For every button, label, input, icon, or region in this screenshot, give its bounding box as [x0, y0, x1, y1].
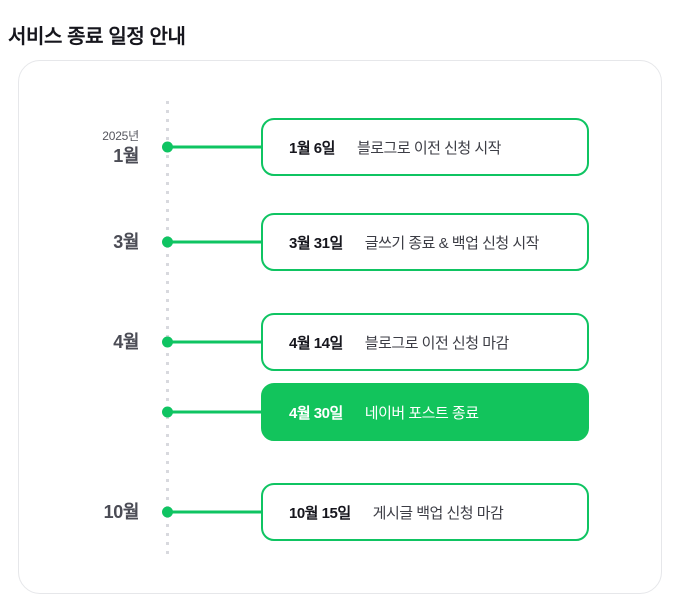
- axis-label-group: 10월: [19, 483, 149, 541]
- timeline-node-dot: [162, 236, 173, 248]
- event-card[interactable]: 1월 6일 블로그로 이전 신청 시작: [261, 118, 589, 176]
- timeline-row: 2025년 1월 1월 6일 블로그로 이전 신청 시작: [19, 118, 661, 176]
- axis-year-label: 2025년: [102, 128, 139, 143]
- event-date: 4월 30일: [289, 404, 343, 422]
- timeline-connector-line: [171, 410, 266, 414]
- timeline-panel: 2025년 1월 1월 6일 블로그로 이전 신청 시작 3월 3월 31일 글…: [18, 60, 662, 594]
- timeline-node-dot: [162, 141, 173, 153]
- timeline-dotted-rail: [166, 101, 169, 557]
- event-card[interactable]: 3월 31일 글쓰기 종료 & 백업 신청 시작: [261, 213, 589, 271]
- axis-month-label: 1월: [113, 145, 139, 166]
- axis-month-label: 10월: [103, 502, 140, 522]
- event-card-highlighted[interactable]: 4월 30일 네이버 포스트 종료: [261, 383, 589, 441]
- timeline-connector-line: [171, 145, 266, 149]
- axis-month-label: 3월: [113, 232, 139, 252]
- timeline-node-dot: [162, 406, 173, 418]
- event-card[interactable]: 4월 14일 블로그로 이전 신청 마감: [261, 313, 589, 371]
- timeline-connector-line: [171, 240, 266, 244]
- timeline-row: 4월 4월 14일 블로그로 이전 신청 마감: [19, 313, 661, 371]
- axis-month-label: 4월: [113, 332, 139, 352]
- timeline-node-dot: [162, 336, 173, 348]
- event-card[interactable]: 10월 15일 게시글 백업 신청 마감: [261, 483, 589, 541]
- timeline-connector-line: [171, 510, 266, 514]
- axis-label-group: 3월: [19, 213, 149, 271]
- timeline-row: 10월 10월 15일 게시글 백업 신청 마감: [19, 483, 661, 541]
- axis-label-group: 4월: [19, 313, 149, 371]
- axis-label-group: 2025년 1월: [19, 118, 149, 176]
- event-date: 4월 14일: [289, 334, 343, 352]
- event-date: 1월 6일: [289, 139, 335, 157]
- timeline-connector-line: [171, 340, 266, 344]
- event-description: 블로그로 이전 신청 마감: [364, 334, 510, 352]
- event-date: 10월 15일: [289, 504, 351, 522]
- timeline-node-dot: [162, 506, 173, 518]
- timeline-row: 3월 3월 31일 글쓰기 종료 & 백업 신청 시작: [19, 213, 661, 271]
- event-description: 블로그로 이전 신청 시작: [356, 139, 502, 157]
- timeline-row: 4월 30일 네이버 포스트 종료: [19, 383, 661, 441]
- page-title: 서비스 종료 일정 안내: [8, 26, 186, 49]
- timeline-rows: 2025년 1월 1월 6일 블로그로 이전 신청 시작 3월 3월 31일 글…: [19, 61, 661, 593]
- event-description: 네이버 포스트 종료: [364, 404, 479, 422]
- event-description: 게시글 백업 신청 마감: [372, 504, 504, 522]
- event-description: 글쓰기 종료 & 백업 신청 시작: [364, 234, 540, 252]
- event-date: 3월 31일: [289, 234, 343, 252]
